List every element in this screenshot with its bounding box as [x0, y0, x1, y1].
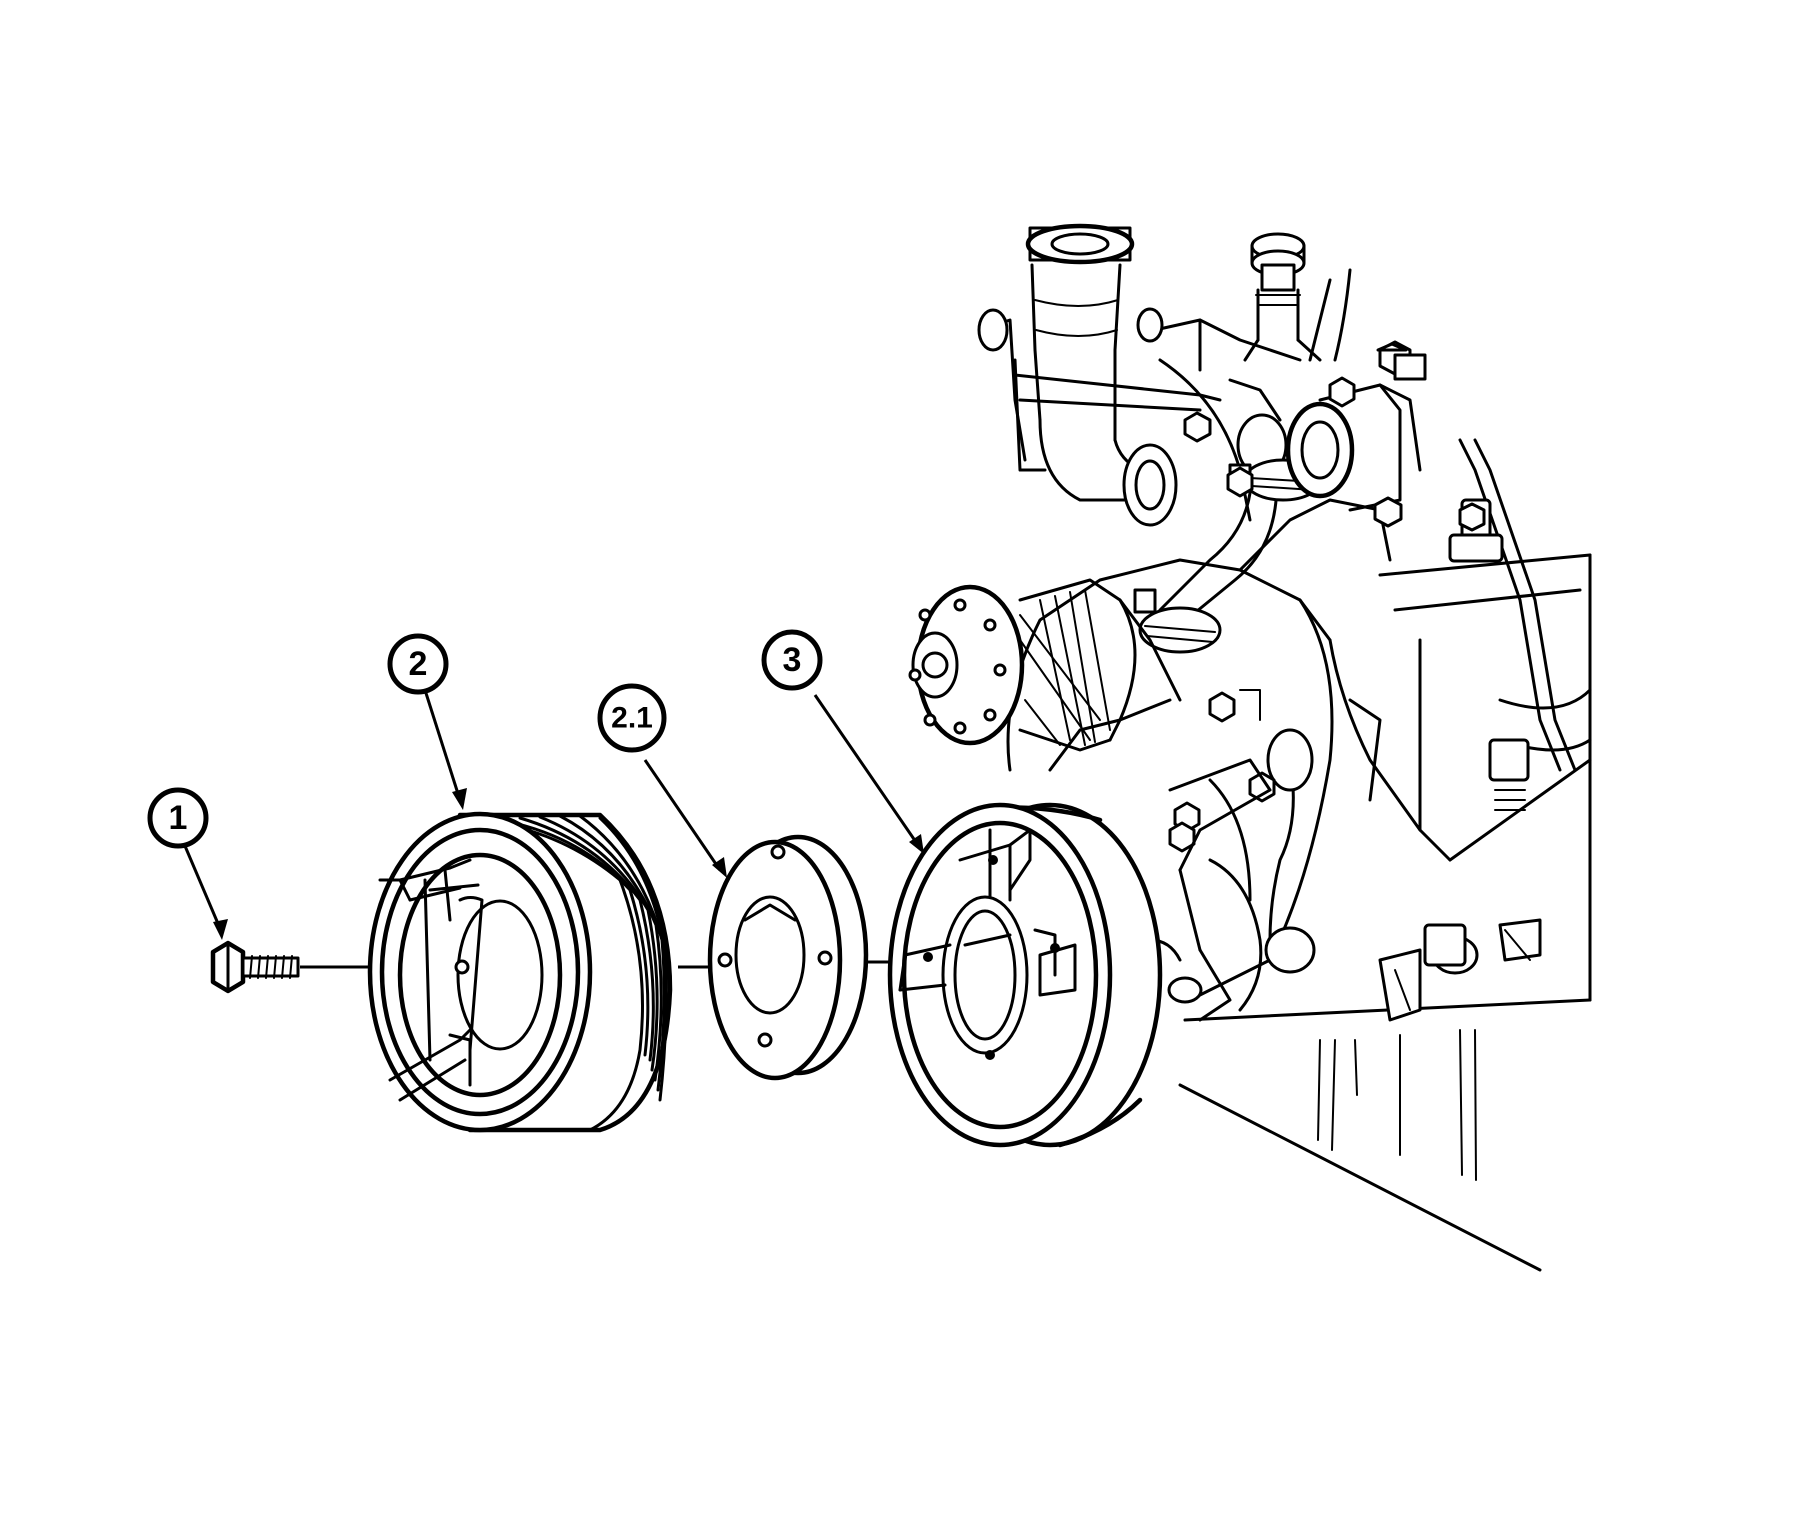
callout-3: 3	[761, 629, 823, 691]
spacer	[707, 834, 869, 1081]
engine-assembly	[908, 223, 1592, 1272]
bolt	[210, 940, 300, 994]
crankshaft-pulley	[367, 811, 673, 1133]
callout-leaders	[183, 689, 924, 940]
hose-clamp-lower	[1133, 588, 1222, 654]
callout-2-1-label: 2.1	[611, 702, 653, 735]
callout-2: 2	[387, 633, 449, 695]
callout-1: 1	[147, 787, 209, 849]
callout-2-label: 2	[409, 645, 428, 683]
sensor-fitting	[1243, 232, 1322, 362]
callout-2-1: 2.1	[597, 683, 667, 753]
callout-1-label: 1	[169, 799, 188, 837]
callout-3-label: 3	[783, 641, 802, 679]
water-pump-hub	[908, 578, 1182, 752]
vibration-damper	[887, 802, 1163, 1148]
